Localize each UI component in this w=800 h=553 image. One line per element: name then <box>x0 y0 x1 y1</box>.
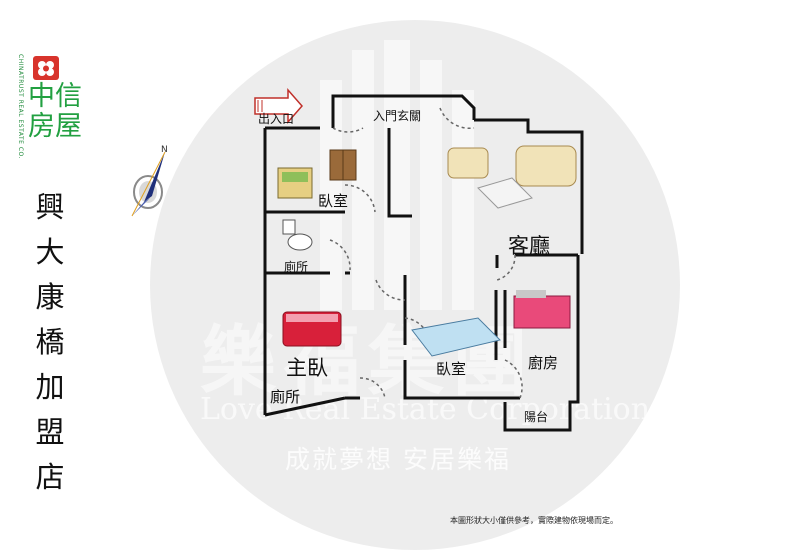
store-name-char: 興 <box>35 190 65 224</box>
watermark-circle <box>150 20 680 550</box>
room-label-living-room: 客廳 <box>508 234 550 258</box>
room-label-bathroom-1: 廁所 <box>284 260 309 274</box>
store-name-char: 加 <box>35 370 65 404</box>
bed-icon <box>277 167 313 199</box>
brand-name-line: 中信 <box>28 81 82 112</box>
door-swings <box>329 107 523 399</box>
room-label-bathroom-2: 廁所 <box>270 388 301 406</box>
room-label-bedroom-1: 臥室 <box>318 192 349 210</box>
compass-north-label: N <box>161 145 168 155</box>
master-bed-icon <box>282 311 342 347</box>
store-name-char: 大 <box>35 235 65 269</box>
room-label-master-bedroom: 主臥 <box>286 356 328 380</box>
walls <box>263 94 584 432</box>
brand-vertical-text: CHINATRUST REAL ESTATE CO. <box>17 54 24 159</box>
brand-logo-icon <box>33 56 59 80</box>
sofa-icon <box>447 145 577 187</box>
store-name-char: 康 <box>35 280 65 314</box>
guest-bed-icon <box>411 317 501 357</box>
watermark-slogan: 成就夢想 安居樂福 <box>285 445 511 474</box>
store-name-char: 店 <box>35 460 65 494</box>
room-label-bedroom-2: 臥室 <box>436 360 467 378</box>
entrance-label: 出入口 <box>258 112 295 126</box>
coffee-table-icon <box>477 177 533 209</box>
room-label-kitchen: 廚房 <box>528 354 559 372</box>
store-name-char: 橋 <box>35 325 65 359</box>
kitchen-counter-icon <box>513 290 571 329</box>
compass-icon <box>131 151 166 217</box>
brand-name-line: 房屋 <box>28 111 82 142</box>
toilet-icon <box>282 219 313 251</box>
entrance-arrow <box>254 88 303 124</box>
room-label-foyer: 入門玄關 <box>373 109 422 123</box>
store-name-char: 盟 <box>35 415 65 449</box>
disclaimer-footnote: 本圖形狀大小僅供參考，實際建物依現場而定。 <box>450 516 618 525</box>
brand-name: 中信 房屋 <box>28 82 98 142</box>
room-label-balcony: 陽台 <box>524 410 549 424</box>
wardrobe-icon <box>329 149 357 181</box>
watermark-building-graphic <box>320 40 474 310</box>
store-name: 興 大 康 橋 加 盟 店 <box>30 185 70 500</box>
